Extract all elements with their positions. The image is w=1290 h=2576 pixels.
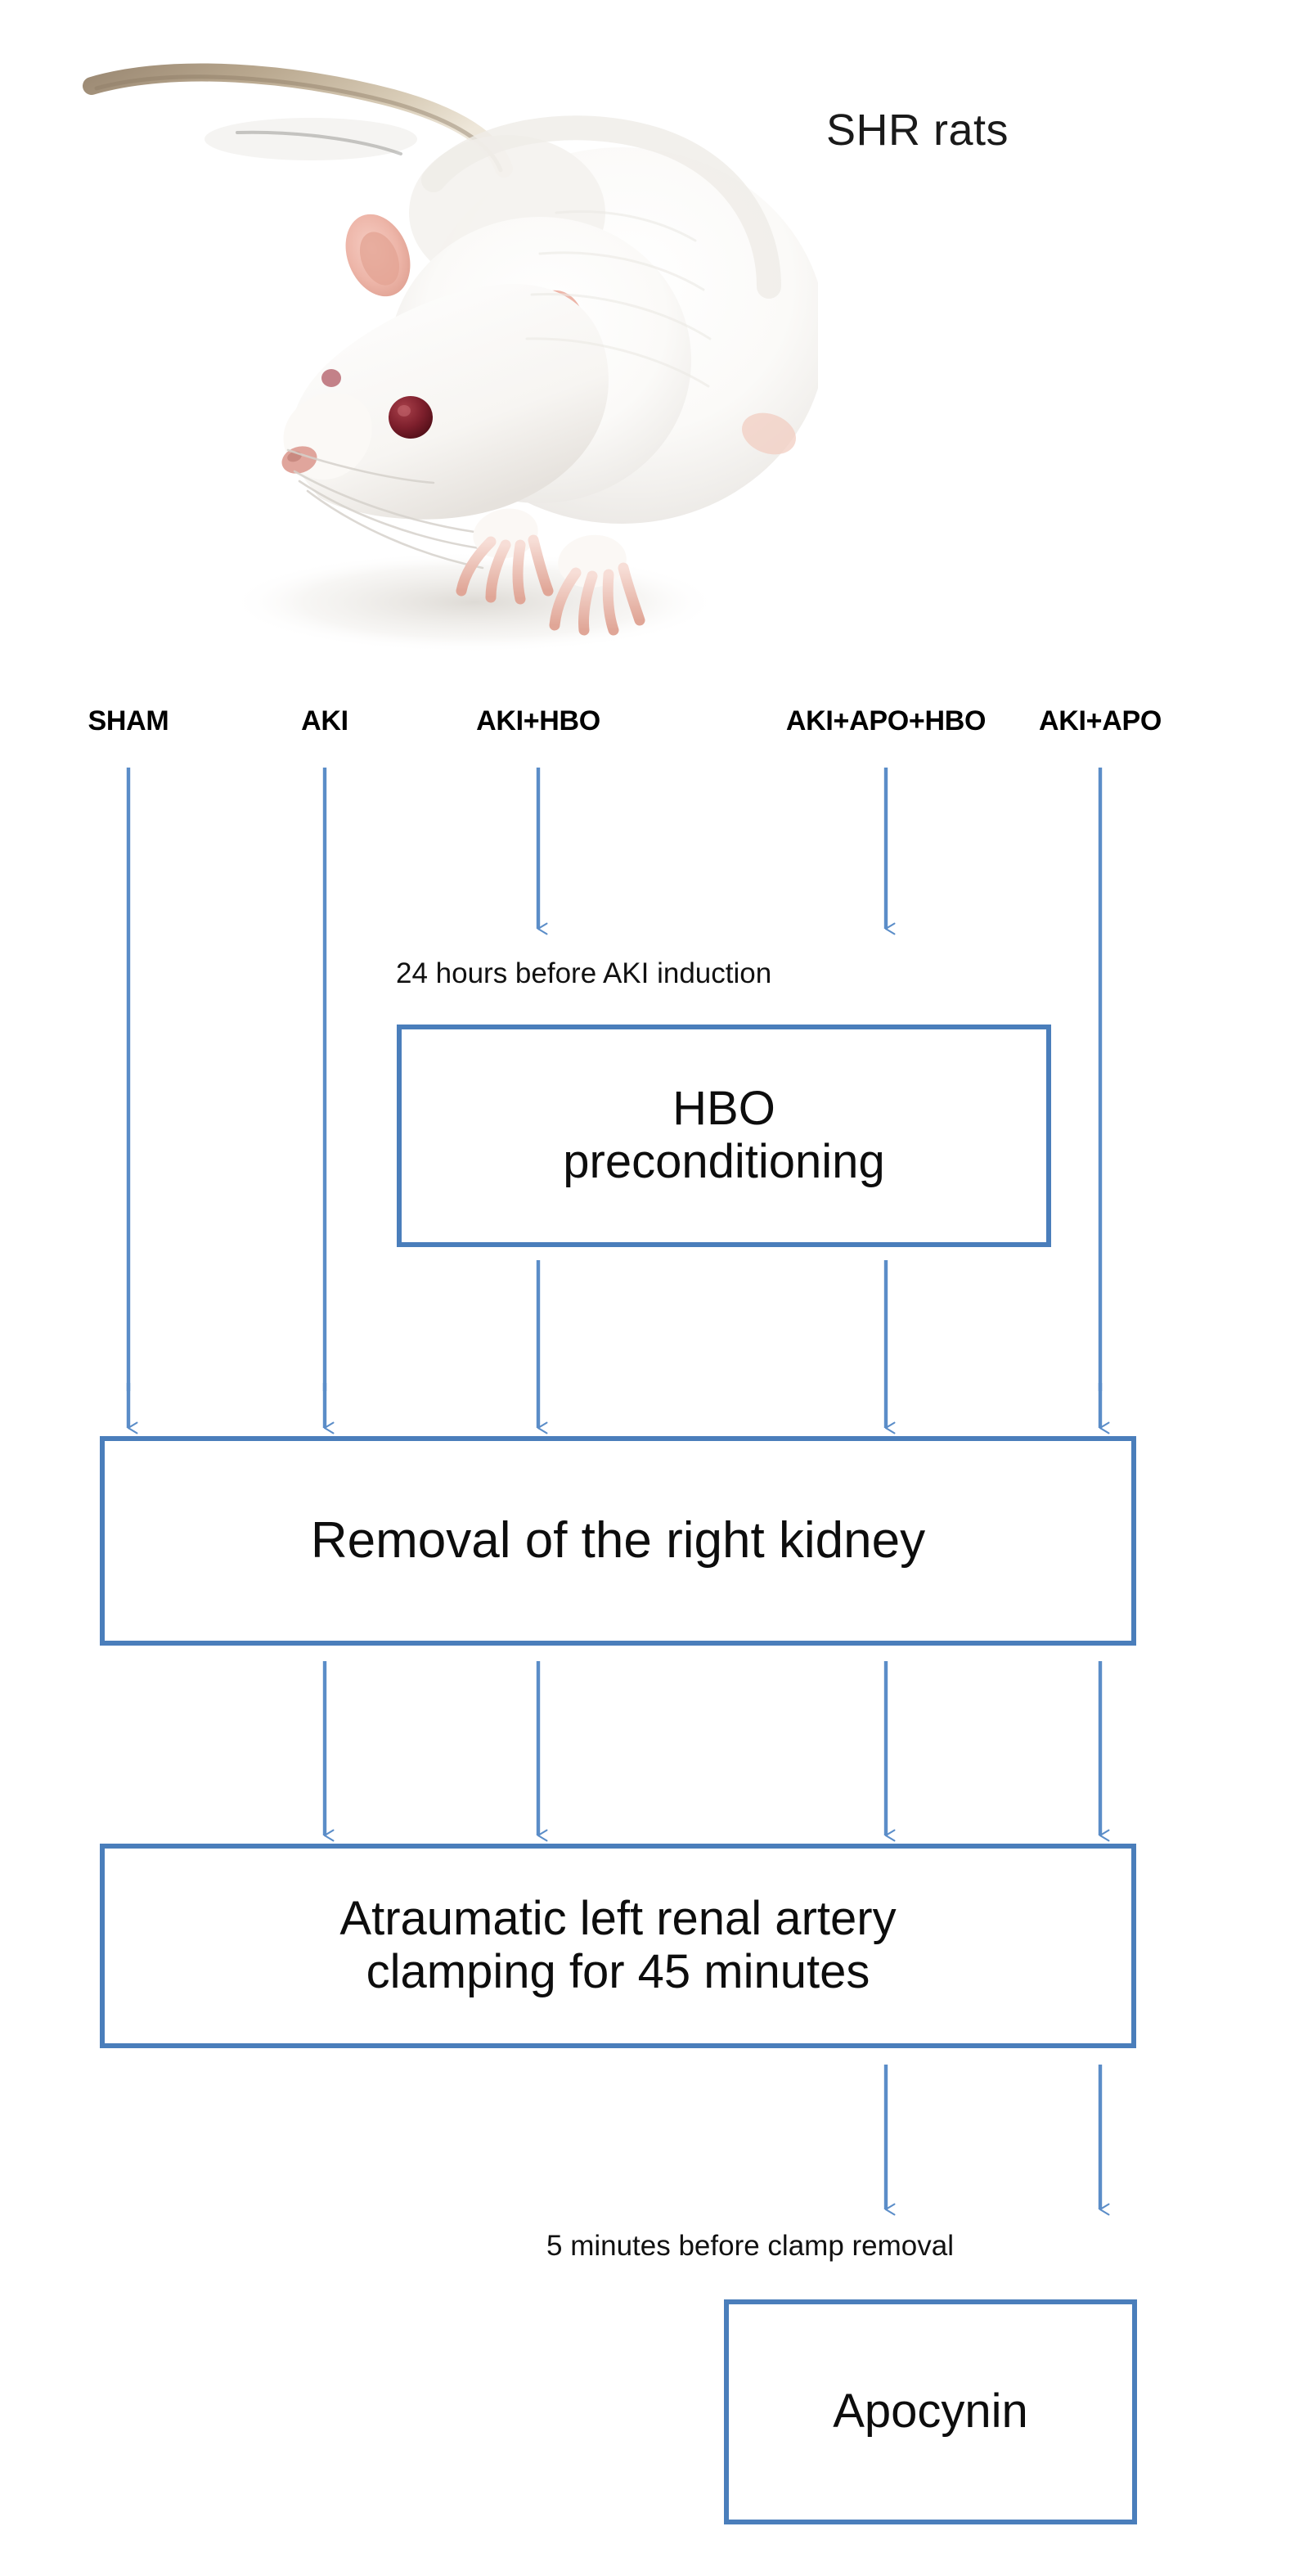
group-label-aki-apo-hbo: AKI+APO+HBO <box>785 705 987 736</box>
process-box-apocynin[interactable]: Apocynin <box>724 2299 1137 2524</box>
hbo-line-1: HBO <box>672 1082 775 1136</box>
group-label-aki-hbo: AKI+HBO <box>476 705 600 736</box>
group-label-aki-apo: AKI+APO <box>1039 705 1162 736</box>
rat-photograph <box>49 8 818 671</box>
rat-eye-far <box>321 369 341 387</box>
process-box-nephrectomy[interactable]: Removal of the right kidney <box>100 1436 1136 1646</box>
group-label-sham: SHAM <box>88 705 169 736</box>
process-box-renal-artery-clamping[interactable]: Atraumatic left renal artery clamping fo… <box>100 1844 1136 2048</box>
figure-title: SHR rats <box>826 106 1009 155</box>
clamping-line-1: Atraumatic left renal artery <box>339 1892 897 1946</box>
timing-note-before-induction: 24 hours before AKI induction <box>396 957 772 989</box>
rat-whiskers <box>286 448 492 570</box>
timing-note-before-clamp-removal: 5 minutes before clamp removal <box>546 2230 954 2262</box>
apocynin-text: Apocynin <box>833 2385 1028 2439</box>
group-label-aki: AKI <box>301 705 348 736</box>
rat-ear-left <box>345 214 411 297</box>
rat-front-paws <box>456 508 645 636</box>
rat-head <box>290 283 609 520</box>
rat-eye <box>389 396 433 439</box>
hbo-line-2: preconditioning <box>563 1135 885 1188</box>
process-box-hbo-preconditioning[interactable]: HBO preconditioning <box>397 1025 1051 1247</box>
clamping-line-2: clamping for 45 minutes <box>366 1945 870 1998</box>
nephrectomy-text: Removal of the right kidney <box>310 1512 926 1569</box>
